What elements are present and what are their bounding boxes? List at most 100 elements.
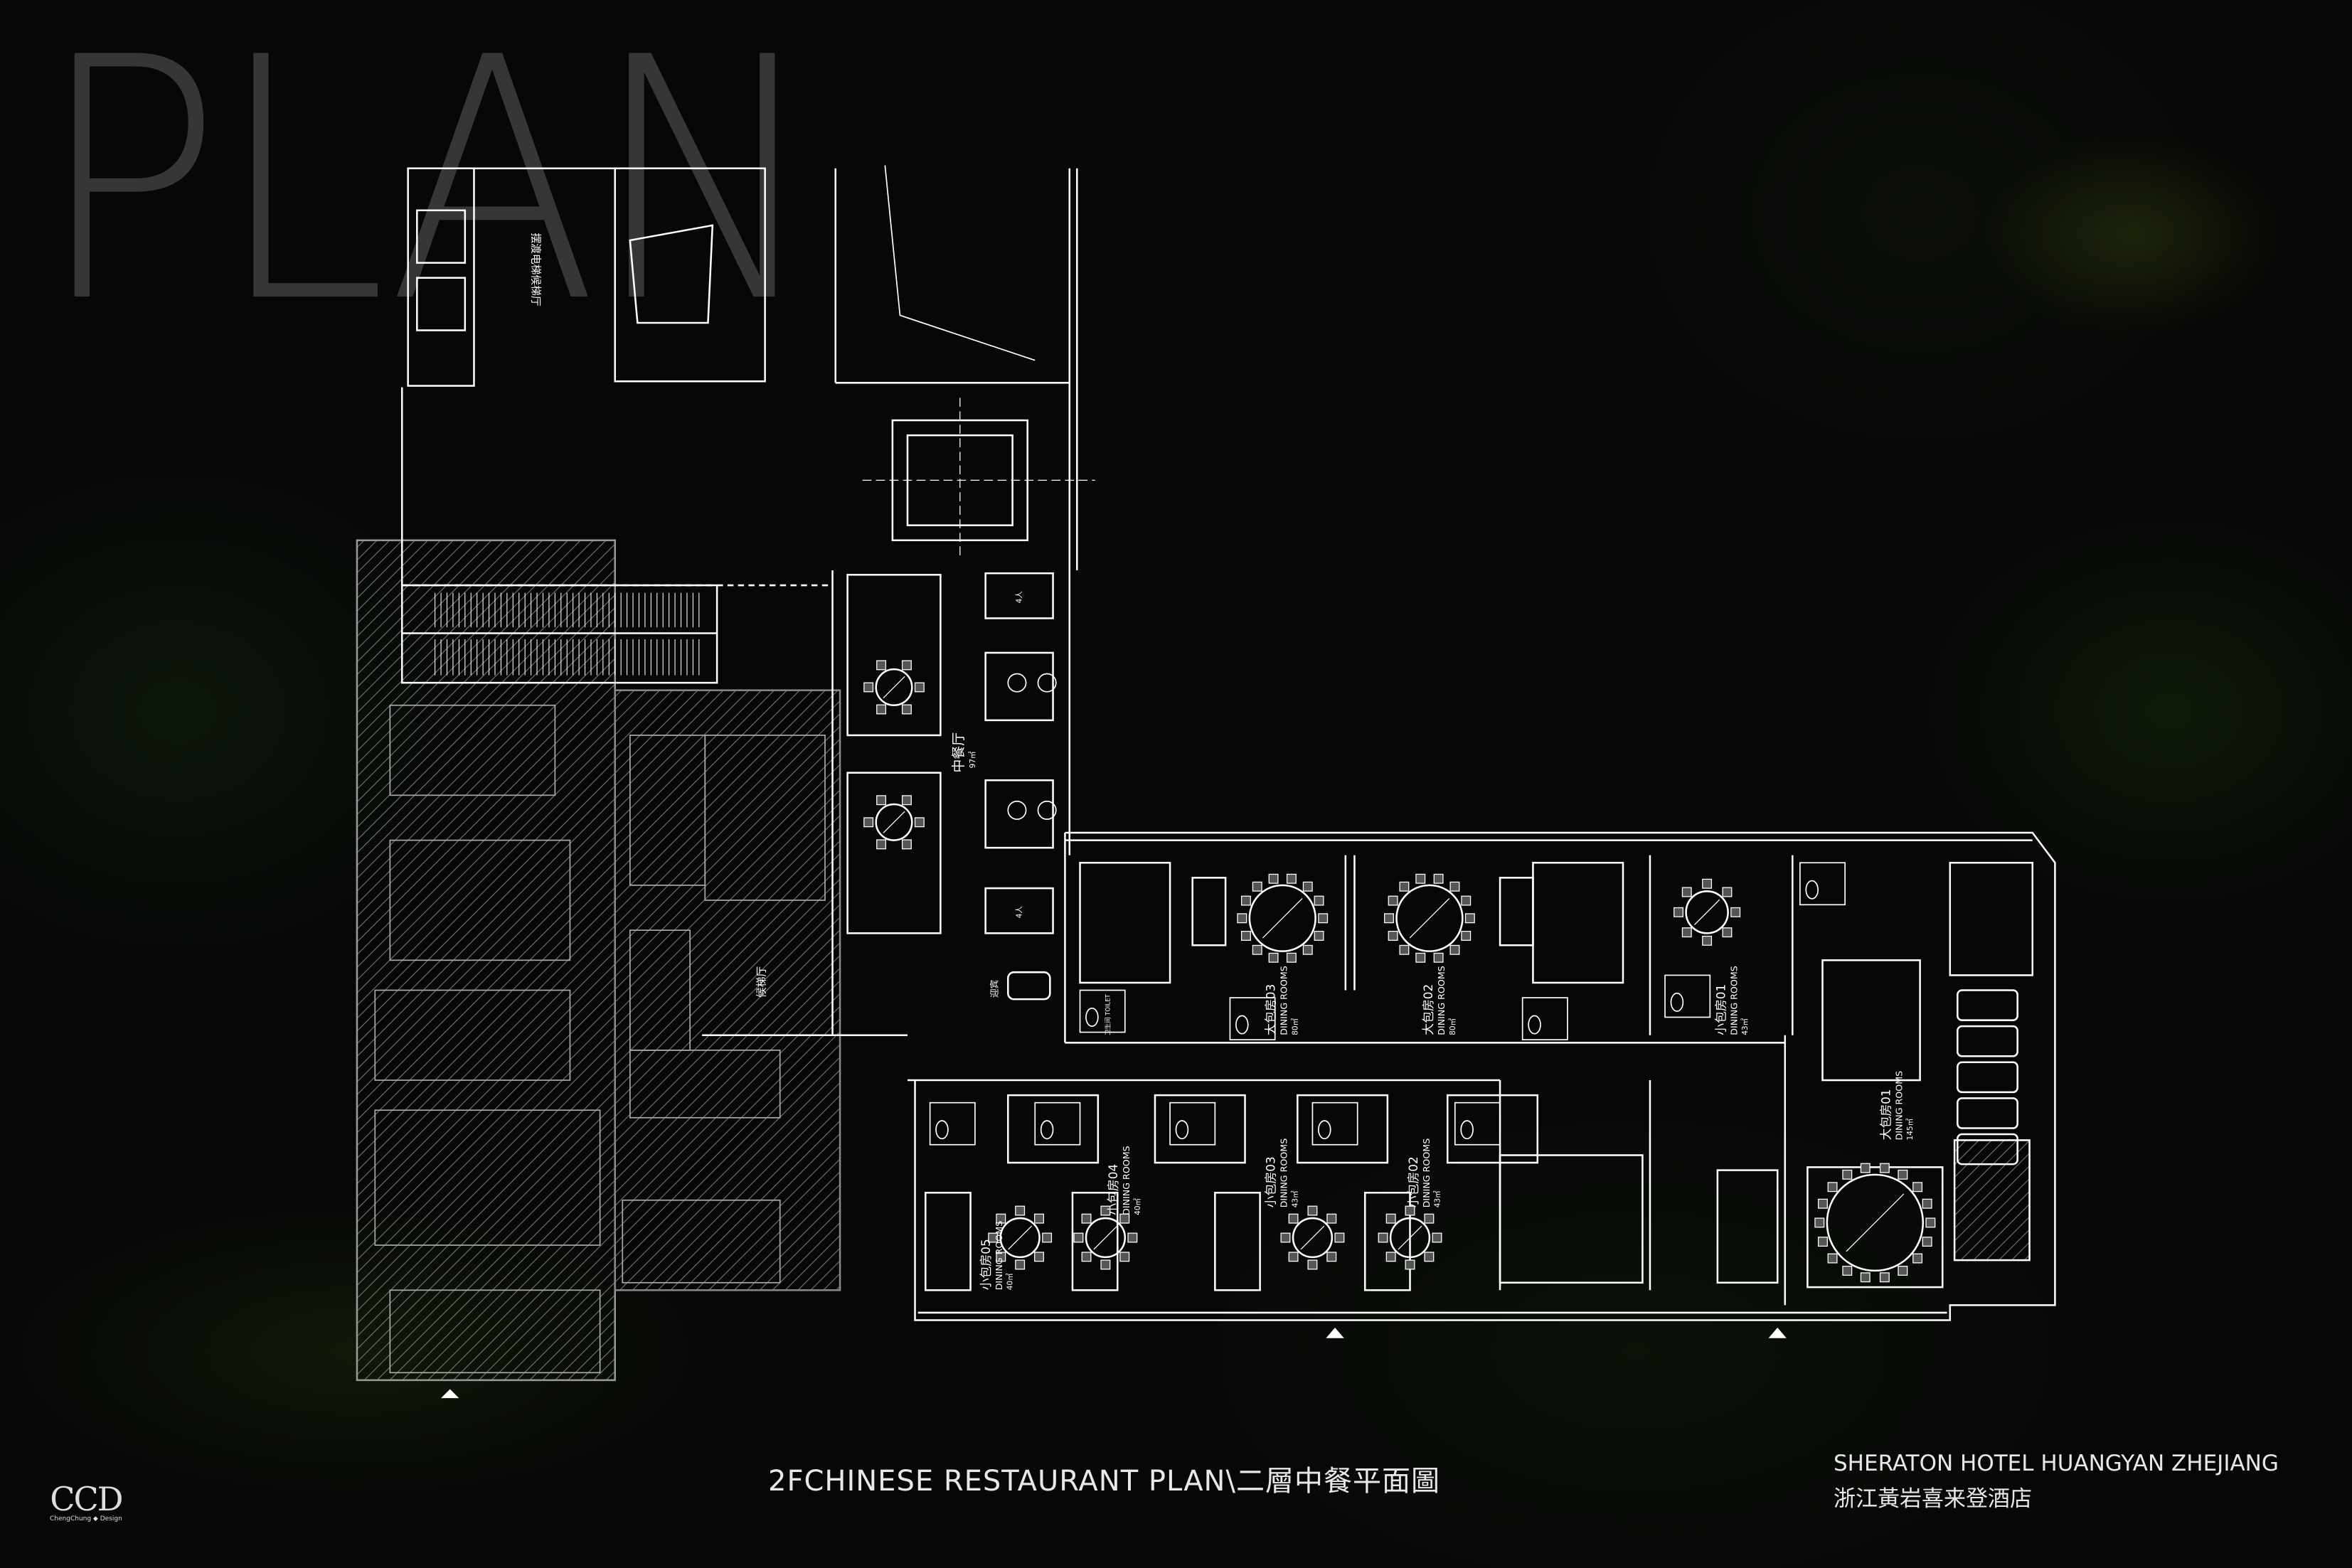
entrance-marker <box>441 1389 459 1399</box>
chair <box>1326 1252 1337 1262</box>
chair <box>1449 881 1460 892</box>
room-label-small-02-cn: 小包房02 <box>1406 1156 1420 1207</box>
chair <box>1681 887 1692 897</box>
label-restaurant-area: 97㎡ <box>969 751 977 768</box>
round-table <box>1378 1205 1442 1270</box>
chair <box>863 682 874 693</box>
private-booth-2 <box>846 772 942 934</box>
room-label-small-04-area: 40㎡ <box>1134 1198 1142 1215</box>
chair <box>1433 873 1444 884</box>
room-label-small-04-cn: 小包房04 <box>1106 1164 1120 1215</box>
chair <box>863 817 874 828</box>
chair <box>901 795 912 806</box>
service-station <box>1446 1094 1539 1164</box>
room-label-big-02-en: DINING ROOMS <box>1436 966 1447 1035</box>
chair <box>1415 873 1426 884</box>
chair <box>1461 895 1472 906</box>
toilet-room <box>1034 1102 1081 1146</box>
chair <box>1042 1232 1053 1243</box>
table-top <box>1685 890 1729 934</box>
label-four-seat: 4人 <box>1015 906 1023 919</box>
chair <box>1268 873 1279 884</box>
ccd-logo: CCD ChengChung ◆ Design <box>50 1480 124 1522</box>
entrance-marker <box>1768 1328 1787 1338</box>
chair <box>1100 1205 1111 1216</box>
chair <box>1119 1252 1130 1262</box>
chair <box>1898 1169 1908 1180</box>
chair <box>1034 1213 1044 1224</box>
chair <box>1860 1272 1871 1283</box>
large-round-table <box>1237 873 1329 963</box>
chair <box>1015 1205 1026 1216</box>
booth-seat <box>1957 1133 2018 1166</box>
private-booth-1 <box>846 574 942 737</box>
lounge-sofa-area <box>1821 959 1921 1082</box>
booth-seat <box>1957 1097 2018 1129</box>
toilet-fixture <box>1805 880 1819 900</box>
logo-mark: CCD <box>50 1480 123 1518</box>
lift-shaft <box>407 167 475 387</box>
chair <box>1432 1232 1442 1243</box>
room-label-big-02-cn: 大包房02 <box>1421 984 1435 1035</box>
chair <box>1314 895 1324 906</box>
room-label-big-01-area: 145㎡ <box>1906 1118 1915 1140</box>
service-station <box>1297 1094 1389 1164</box>
chair <box>996 1213 1006 1224</box>
escalator-steps <box>435 592 700 676</box>
chair <box>1702 878 1713 889</box>
sofa-set <box>1214 1191 1261 1291</box>
chair <box>988 1232 999 1243</box>
chair <box>1034 1252 1044 1262</box>
chair <box>1842 1169 1853 1180</box>
chair <box>1424 1252 1435 1262</box>
room-label-small-05-cn: 小包房05 <box>979 1239 993 1290</box>
booth-table <box>1007 673 1027 693</box>
room-label-small-03-area: 43㎡ <box>1291 1190 1299 1207</box>
chair <box>1302 944 1313 955</box>
chair <box>1384 913 1394 924</box>
chair <box>1399 944 1410 955</box>
chair <box>1318 913 1329 924</box>
toilet-room <box>929 1102 976 1146</box>
chair <box>1673 907 1683 917</box>
booth-seat <box>1957 989 2018 1021</box>
table-top <box>1248 884 1316 952</box>
room-label-small-05-en: DINING ROOMS <box>994 1221 1004 1291</box>
booth-table <box>1037 673 1057 693</box>
toilet-room <box>1311 1102 1358 1146</box>
chair <box>1286 873 1297 884</box>
round-table <box>988 1205 1053 1270</box>
label-lift-lobby-top: 摆渡电梯候梯厅 <box>530 233 542 306</box>
chair <box>1879 1272 1890 1283</box>
hotel-name-en: SHERATON HOTEL HUANGYAN ZHEJIANG <box>1834 1451 2279 1476</box>
chair <box>901 704 912 715</box>
chair <box>1119 1213 1130 1224</box>
chair <box>1879 1163 1890 1173</box>
sofa-set <box>1363 1191 1411 1291</box>
chair <box>1722 887 1733 897</box>
chair <box>1827 1253 1838 1264</box>
chair <box>914 682 925 693</box>
chair <box>914 817 925 828</box>
round-table <box>1280 1205 1345 1270</box>
booth-table <box>1037 800 1057 820</box>
toilet-fixture <box>935 1120 949 1140</box>
toilet-fixture <box>1460 1120 1474 1140</box>
chair <box>1898 1266 1908 1276</box>
chair <box>1449 944 1460 955</box>
toilet-room <box>1229 997 1276 1040</box>
chair <box>1378 1232 1388 1243</box>
chair <box>1827 1182 1838 1193</box>
toilet-room <box>1521 997 1568 1040</box>
room-label-small-02-area: 43㎡ <box>1434 1190 1442 1207</box>
stair-core <box>614 167 766 383</box>
chair <box>876 660 887 671</box>
table-top <box>999 1217 1041 1259</box>
room-label-big-03-en: DINING ROOMS <box>1279 966 1289 1035</box>
booth-table <box>1007 800 1027 820</box>
chair <box>1681 927 1692 938</box>
chair <box>1073 1232 1084 1243</box>
chair <box>1252 881 1262 892</box>
chair <box>1268 952 1279 963</box>
chair <box>876 704 887 715</box>
